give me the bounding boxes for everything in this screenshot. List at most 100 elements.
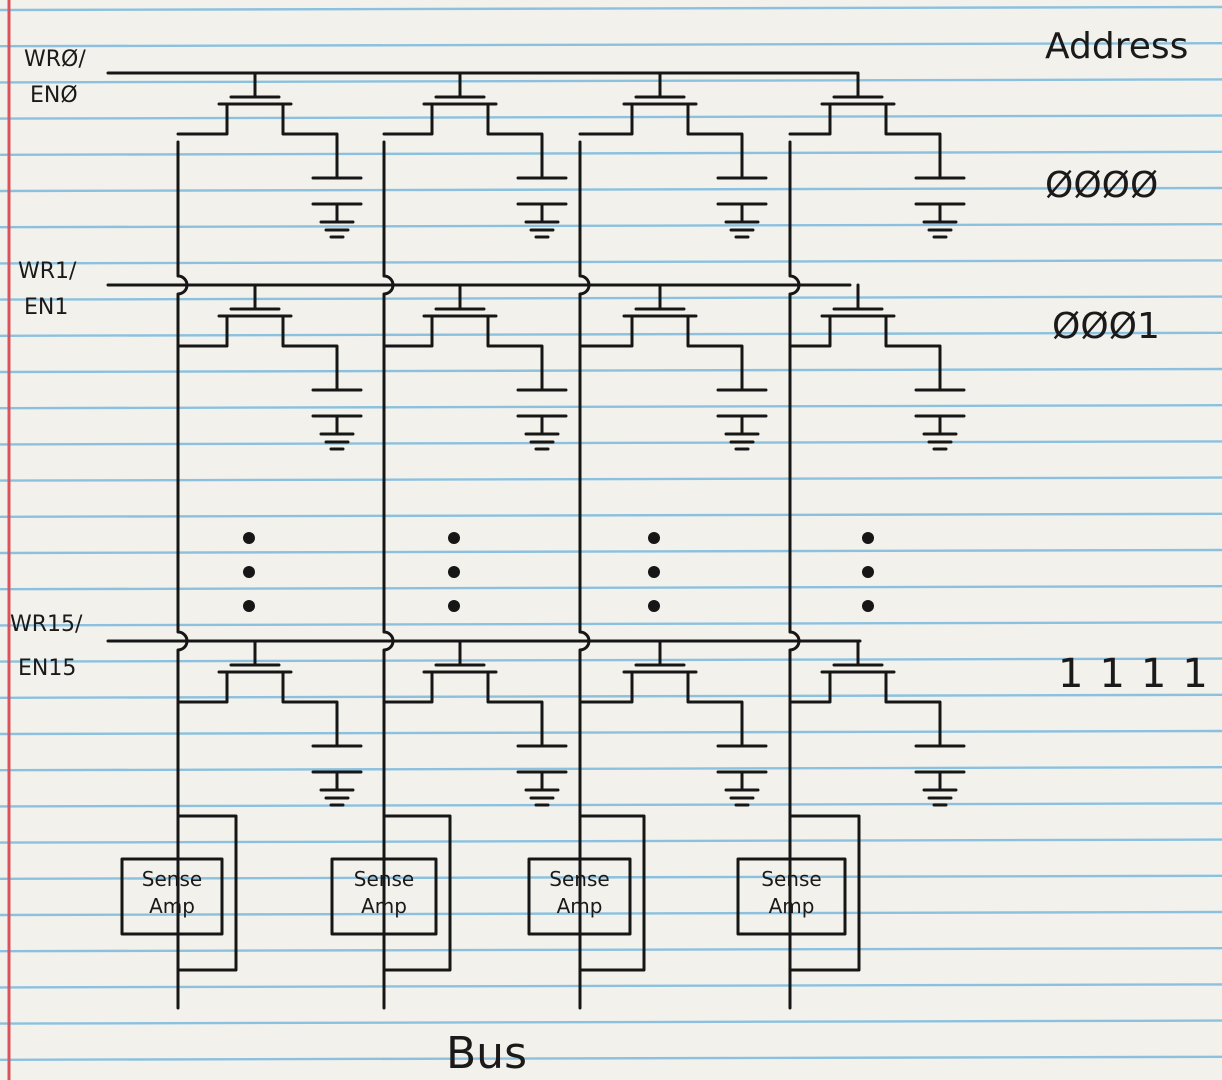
drain-lead [382,314,434,348]
source-lead [884,314,942,392]
source-lead [486,102,544,180]
row15-wordline-label: WR15/ [10,612,83,637]
notebook-rule [0,947,1222,953]
row15-address: 1111 [1058,651,1222,697]
ellipsis-dot [648,566,660,578]
notebook-rule [0,186,1222,193]
drain-lead [578,670,634,704]
bit-line-3 [788,140,801,1010]
source-lead [281,102,339,180]
bus-label: Bus [446,1028,527,1079]
ellipsis-dot [448,566,460,578]
sense-amp-label-line1: Sense [549,867,609,891]
feedback-loop [382,814,452,972]
notebook-rule [0,440,1222,446]
memory-cell [578,71,768,239]
notebook-rule [0,1055,1222,1062]
sense-amp-label-line2: Amp [361,894,407,918]
sense-amp-label-line1: Sense [354,867,414,891]
sense-amp-box [330,857,438,936]
source-lead [281,670,339,748]
source-lead [884,670,942,748]
row1-wordline-label: WR1/ [18,259,77,284]
drain-lead [788,670,832,704]
notebook-rule [0,983,1222,989]
feedback-loop [788,814,861,972]
ellipsis-dot [448,600,460,612]
notebook-rules [0,5,1222,1062]
memory-cell [788,283,966,451]
memory-cell [382,71,568,239]
memory-cell [176,283,363,451]
bit-line-0 [176,140,189,1010]
notebook-rule [0,621,1222,627]
notebook-rule [0,512,1222,518]
notebook-rule [0,729,1222,736]
sense-amp-box [120,857,224,936]
sense-amp-label-line1: Sense [142,867,202,891]
memory-cell [788,71,966,239]
row1-address: ØØØ1 [1052,306,1160,347]
drain-lead [382,102,434,136]
notebook-rule [0,1019,1222,1025]
ellipsis-dot [862,566,874,578]
drain-lead [578,314,634,348]
drain-lead [788,314,832,348]
drain-lead [176,102,229,136]
notebook-rule [0,367,1222,374]
notebook-rule [0,42,1222,48]
notebook-rule [0,910,1222,917]
notebook-rule [0,78,1222,84]
sense-amp-label-line2: Amp [769,894,815,918]
sense-amp-label-line1: Sense [761,867,821,891]
source-lead [486,670,544,748]
address-heading: Address [1045,26,1188,67]
ellipsis-dot [862,600,874,612]
notebook-rule [0,114,1222,120]
feedback-loop [578,814,646,972]
bit-line-1 [382,140,395,1010]
notebook-rule [0,585,1222,591]
row15-enable-label: EN15 [18,656,76,681]
notebook-rule [0,476,1222,482]
notebook-rule [0,331,1222,337]
drain-lead [788,102,832,136]
memory-cell [382,639,568,807]
notebook-rule [0,802,1222,808]
memory-cell [788,639,966,807]
feedback-loop [176,814,238,972]
memory-cell [382,283,568,451]
sense-amp-label-line2: Amp [149,894,195,918]
notebook-rule [0,693,1222,699]
row0-enable-label: ENØ [30,83,78,108]
ellipsis-dot [448,532,460,544]
source-lead [686,102,744,180]
sense-amp-box [736,857,847,936]
ellipsis-dot [243,532,255,544]
source-lead [686,314,744,392]
notebook-rule [0,223,1222,229]
memory-cell [578,283,768,451]
notebook-rule [0,259,1222,265]
notebook-rule [0,150,1222,156]
sense-amp-box [527,857,632,936]
row0-wordline-label: WRØ/ [24,47,86,72]
source-lead [281,314,339,392]
memory-cell [578,639,768,807]
notebook-rule [0,5,1222,12]
sense-amp-label-line2: Amp [557,894,603,918]
drain-lead [382,670,434,704]
notebook-rule [0,766,1222,772]
memory-cell [176,71,363,239]
drain-lead [176,314,229,348]
bit-line-2 [578,140,591,1010]
row0-address: ØØØØ [1045,165,1158,206]
notebook-rule [0,404,1222,410]
memory-cell [176,639,363,807]
notebook-rule [0,838,1222,844]
